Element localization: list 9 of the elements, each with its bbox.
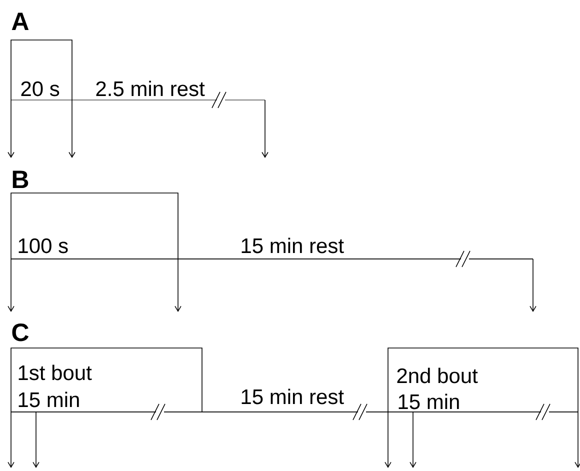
rest-label: 15 min rest [242,388,344,404]
rest-label: 15 min rest [242,238,344,254]
panel-letter: C [12,324,29,342]
rest-label: 2.5 min rest [96,80,205,96]
bout-box: 20 s [10,40,72,100]
bout-box: 1st bout 15 min [10,348,202,412]
panel-letter: B [12,170,28,188]
bout-box: 100 s [10,192,178,260]
bout-box: 2nd bout 15 min [388,348,578,412]
